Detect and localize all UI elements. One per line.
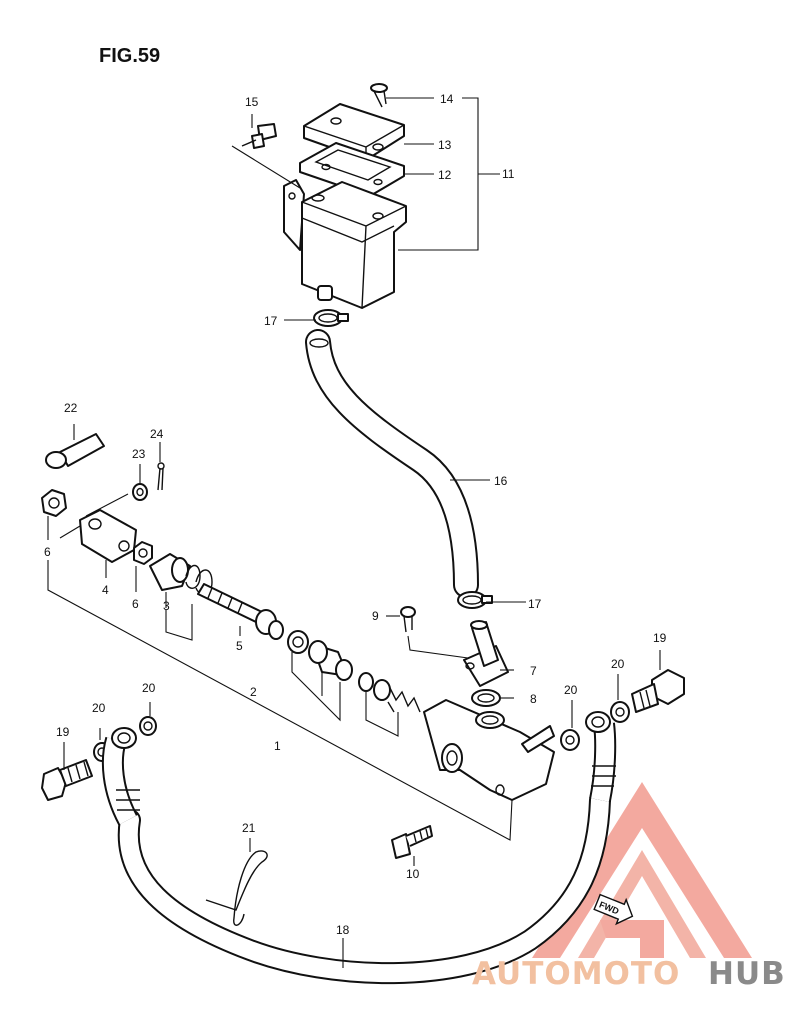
callout-9: 9 xyxy=(372,609,379,623)
callout-14: 14 xyxy=(440,92,454,106)
callout-15: 15 xyxy=(245,95,259,109)
part-19-banjo-bolt-left xyxy=(41,759,93,801)
callout-20-right-inner: 20 xyxy=(564,683,578,697)
watermark-text-hub: HUB xyxy=(708,956,786,992)
watermark-text-automoto: AUTOMOTO xyxy=(472,956,680,992)
part-14-screw xyxy=(370,83,388,108)
part-20-washer-right-inner xyxy=(560,729,580,751)
watermark-logo xyxy=(532,782,752,958)
part-21-hose-clip xyxy=(205,850,268,926)
part-23-washer xyxy=(132,483,148,501)
figure-title: FIG.59 xyxy=(99,45,160,67)
callout-21: 21 xyxy=(242,821,256,835)
watermark-wordmark: AUTOMOTO HUB xyxy=(472,956,786,992)
part-18-clutch-hose xyxy=(101,711,617,985)
callout-5: 5 xyxy=(236,639,243,653)
callout-1: 1 xyxy=(274,739,281,753)
part-6-nut-mid xyxy=(133,541,153,565)
callout-20-left-inner: 20 xyxy=(92,701,106,715)
leader-lines xyxy=(47,97,661,968)
callout-19-left: 19 xyxy=(56,725,70,739)
callout-11: 11 xyxy=(502,167,515,181)
part-spring xyxy=(358,672,421,713)
part-5-push-rod xyxy=(197,583,284,640)
callout-20-right-outer: 20 xyxy=(611,657,625,671)
part-20-washer-right-outer xyxy=(610,701,630,723)
part-19-banjo-bolt-right xyxy=(631,669,685,713)
callout-7: 7 xyxy=(530,664,537,678)
callout-22: 22 xyxy=(64,401,78,415)
callout-6-left: 6 xyxy=(44,545,51,559)
callout-12: 12 xyxy=(438,168,452,182)
callout-4: 4 xyxy=(102,583,109,597)
part-17-hose-clamp-lower xyxy=(457,591,493,609)
part-17-hose-clamp-upper xyxy=(313,309,349,327)
callout-20-left-outer: 20 xyxy=(142,681,156,695)
part-16-reservoir-hose xyxy=(305,329,479,598)
part-9-screw xyxy=(400,606,416,633)
callout-3: 3 xyxy=(163,599,170,613)
part-7-hose-fitting xyxy=(463,620,509,687)
part-11-reservoir-body xyxy=(283,179,407,309)
part-24-cotter-pin xyxy=(157,462,165,491)
callout-13: 13 xyxy=(438,138,452,152)
callout-24: 24 xyxy=(150,427,164,441)
callout-10: 10 xyxy=(406,867,420,881)
part-3-boot xyxy=(149,553,191,591)
callout-2: 2 xyxy=(250,685,257,699)
part-4-clevis xyxy=(79,509,137,563)
callout-8: 8 xyxy=(530,692,537,706)
part-6-nut-left xyxy=(41,489,67,517)
part-22-clevis-pin xyxy=(45,433,105,469)
part-piston-seals xyxy=(287,630,353,681)
callout-6-mid: 6 xyxy=(132,597,139,611)
callout-16: 16 xyxy=(494,474,508,488)
callout-17-lower: 17 xyxy=(528,597,542,611)
callout-17-upper: 17 xyxy=(264,314,278,328)
callout-18: 18 xyxy=(336,923,350,937)
callout-23: 23 xyxy=(132,447,146,461)
part-1-master-cylinder-body xyxy=(423,699,555,801)
fwd-arrow-icon: FWD xyxy=(593,893,634,926)
part-8-o-ring xyxy=(471,689,501,707)
callout-19-right: 19 xyxy=(653,631,667,645)
part-20-washer-left-outer xyxy=(139,716,157,736)
part-10-bolt xyxy=(391,825,433,859)
part-15-bolt xyxy=(241,123,277,149)
part-12-diaphragm xyxy=(299,142,405,197)
